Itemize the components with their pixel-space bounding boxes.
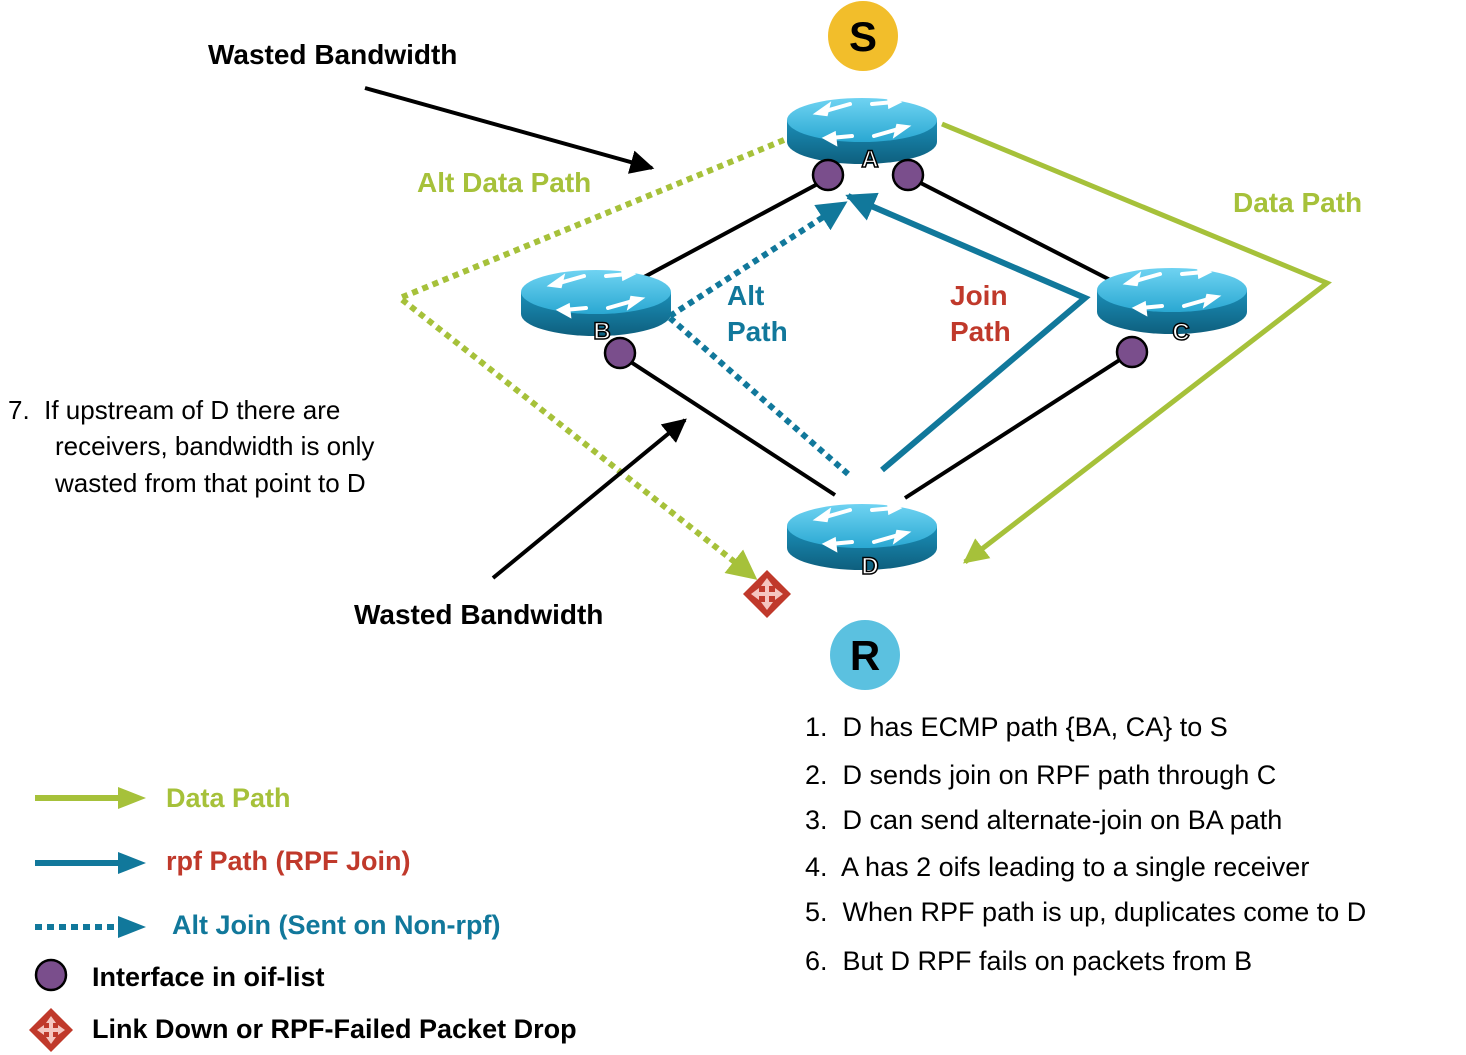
join-path-label-line1: Join [950, 280, 1008, 311]
note-7: 7. If upstream of D there are receivers,… [8, 395, 374, 498]
alt-data-path-label: Alt Data Path [417, 167, 591, 198]
legend-rpf-path-label: rpf Path (RPF Join) [166, 846, 411, 876]
alt-path-line-upper [668, 200, 848, 319]
note-7-line2: receivers, bandwidth is only [55, 431, 374, 461]
legend-interface: Interface in oif-list [34, 958, 325, 992]
router-d-label: D [861, 553, 878, 580]
alt-data-path-line [394, 137, 786, 581]
legend-interface-label: Interface in oif-list [92, 962, 325, 992]
alt-path-label-line2: Path [727, 316, 788, 347]
wasted-bandwidth-top-label: Wasted Bandwidth [208, 39, 457, 70]
wasted-arrow-bottom [491, 418, 687, 580]
legend-alt-join: Alt Join (Sent on Non-rpf) [35, 910, 500, 940]
receiver-label: R [850, 632, 880, 679]
legend-drop-icon [29, 1008, 73, 1052]
note-7-line1: 7. If upstream of D there are [8, 395, 340, 425]
steps-list: 1. D has ECMP path {BA, CA} to S 2. D se… [805, 712, 1366, 976]
oif-dot-a-right [891, 158, 925, 192]
step-item: 2. D sends join on RPF path through C [805, 760, 1276, 790]
legend-data-path: Data Path [35, 783, 291, 813]
step-item: 5. When RPF path is up, duplicates come … [805, 897, 1366, 927]
step-item: 3. D can send alternate-join on BA path [805, 805, 1282, 835]
data-path-label: Data Path [1233, 187, 1362, 218]
router-b-label: B [593, 318, 610, 345]
link-a-c [904, 173, 1121, 287]
packet-drop-icon [743, 570, 791, 618]
legend-rpf-path: rpf Path (RPF Join) [35, 846, 411, 876]
data-path-line [941, 121, 1332, 564]
source-node: S [828, 1, 898, 71]
links [618, 173, 1134, 500]
source-label: S [849, 13, 877, 60]
link-c-d [903, 350, 1134, 500]
wasted-bandwidth-bottom-label: Wasted Bandwidth [354, 599, 603, 630]
step-item: 1. D has ECMP path {BA, CA} to S [805, 712, 1228, 742]
legend-drop-label: Link Down or RPF-Failed Packet Drop [92, 1014, 577, 1044]
step-item: 6. But D RPF fails on packets from B [805, 946, 1252, 976]
router-a-label: A [861, 146, 878, 173]
oif-dot-b [603, 336, 637, 370]
legend: Data Path rpf Path (RPF Join) Alt Join (… [29, 783, 577, 1052]
legend-interface-dot [34, 958, 68, 992]
receiver-node: R [830, 620, 900, 690]
router-c-label: C [1172, 319, 1189, 346]
legend-alt-join-label: Alt Join (Sent on Non-rpf) [172, 910, 500, 940]
legend-drop: Link Down or RPF-Failed Packet Drop [29, 1008, 577, 1052]
join-path-label-line2: Path [950, 316, 1011, 347]
oif-dots [603, 158, 1149, 370]
step-item: 4. A has 2 oifs leading to a single rece… [805, 852, 1309, 882]
link-b-d [618, 353, 837, 497]
oif-dot-c [1115, 335, 1149, 369]
wasted-arrow-top [364, 86, 655, 174]
oif-dot-a-left [811, 158, 845, 192]
note-7-line3: wasted from that point to D [54, 468, 366, 498]
link-a-b [619, 178, 826, 292]
legend-data-path-label: Data Path [166, 783, 291, 813]
join-path-line [845, 192, 1091, 473]
alt-path-label-line1: Alt [727, 280, 764, 311]
